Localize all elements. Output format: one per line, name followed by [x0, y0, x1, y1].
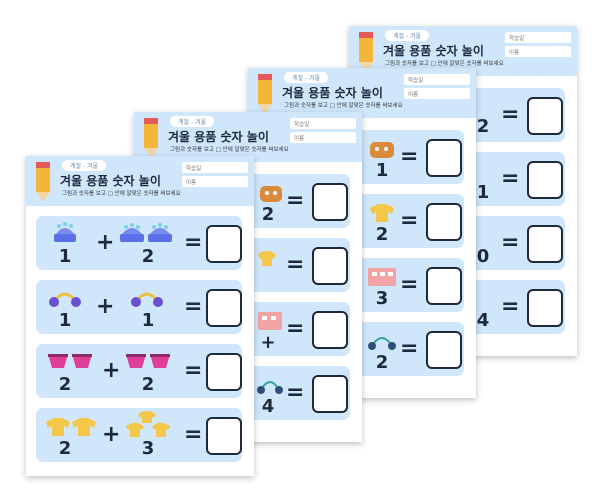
instruction-text: 그림과 숫자를 보고 □ 안에 알맞은 숫자를 써보세요	[62, 191, 181, 197]
problem-row: 1 + 1 =	[36, 280, 242, 334]
answer-box[interactable]	[206, 225, 242, 263]
date-field[interactable]: 학습일	[290, 118, 356, 129]
answer-box[interactable]	[312, 247, 348, 285]
answer-box[interactable]	[312, 375, 348, 413]
pencil-icon	[144, 118, 158, 158]
mittens-icon	[370, 142, 394, 158]
answer-box[interactable]	[426, 139, 462, 177]
date-field[interactable]: 학습일	[404, 74, 470, 85]
instruction-text: 그림과 숫자를 보고 □ 안에 알맞은 숫자를 써보세요	[284, 103, 403, 109]
winter-hat-icon	[120, 223, 172, 242]
name-field[interactable]: 이름	[505, 46, 571, 57]
answer-box[interactable]	[426, 203, 462, 241]
earmuffs-icon	[368, 337, 396, 350]
pencil-icon	[258, 74, 272, 114]
instruction-text: 그림과 숫자를 보고 □ 안에 알맞은 숫자를 써보세요	[385, 61, 504, 67]
heat-pack-icon	[258, 312, 282, 330]
answer-box[interactable]	[206, 353, 242, 391]
name-field[interactable]: 이름	[290, 132, 356, 143]
mittens-icon	[260, 186, 282, 202]
answer-box[interactable]	[206, 289, 242, 327]
name-field[interactable]: 이름	[404, 88, 470, 99]
problem-row: 2 + 3 =	[36, 408, 242, 462]
answer-box[interactable]	[206, 417, 242, 455]
sweater-icon	[370, 204, 394, 222]
problem-row: 2 + 2 =	[36, 344, 242, 398]
scarf-icon	[48, 354, 92, 368]
worksheet-title: 겨울 용품 숫자 놀이	[383, 44, 484, 58]
worksheet-title: 겨울 용품 숫자 놀이	[60, 174, 161, 188]
pencil-icon	[359, 32, 373, 72]
worksheet-page-1: 계절 - 겨울 겨울 용품 숫자 놀이 그림과 숫자를 보고 □ 안에 알맞은 …	[26, 156, 254, 476]
pencil-icon	[36, 162, 50, 202]
heat-pack-icon	[368, 268, 396, 286]
answer-box[interactable]	[312, 311, 348, 349]
category-label: 계절 - 겨울	[385, 30, 430, 41]
answer-box[interactable]	[527, 161, 563, 199]
instruction-text: 그림과 숫자를 보고 □ 안에 알맞은 숫자를 써보세요	[170, 147, 289, 153]
date-field[interactable]: 학습일	[505, 32, 571, 43]
worksheet-title: 겨울 용품 숫자 놀이	[168, 130, 269, 144]
sweater-icon	[258, 251, 276, 266]
category-label: 계절 - 겨울	[170, 116, 215, 127]
scarf-icon	[126, 354, 170, 368]
answer-box[interactable]	[426, 331, 462, 369]
earmuffs-icon	[131, 292, 163, 307]
category-label: 계절 - 겨울	[62, 160, 107, 171]
answer-box[interactable]	[527, 225, 563, 263]
earmuffs-icon	[257, 381, 283, 394]
winter-hat-icon	[54, 222, 76, 242]
name-field[interactable]: 이름	[182, 176, 248, 187]
earmuffs-icon	[49, 292, 81, 307]
problem-row: 1 + 2 =	[36, 216, 242, 270]
answer-box[interactable]	[527, 289, 563, 327]
answer-box[interactable]	[426, 267, 462, 305]
answer-box[interactable]	[527, 97, 563, 135]
answer-box[interactable]	[312, 183, 348, 221]
worksheet-title: 겨울 용품 숫자 놀이	[282, 86, 383, 100]
date-field[interactable]: 학습일	[182, 162, 248, 173]
sweater-icon	[126, 411, 170, 437]
sweater-icon	[46, 418, 96, 436]
category-label: 계절 - 겨울	[284, 72, 329, 83]
